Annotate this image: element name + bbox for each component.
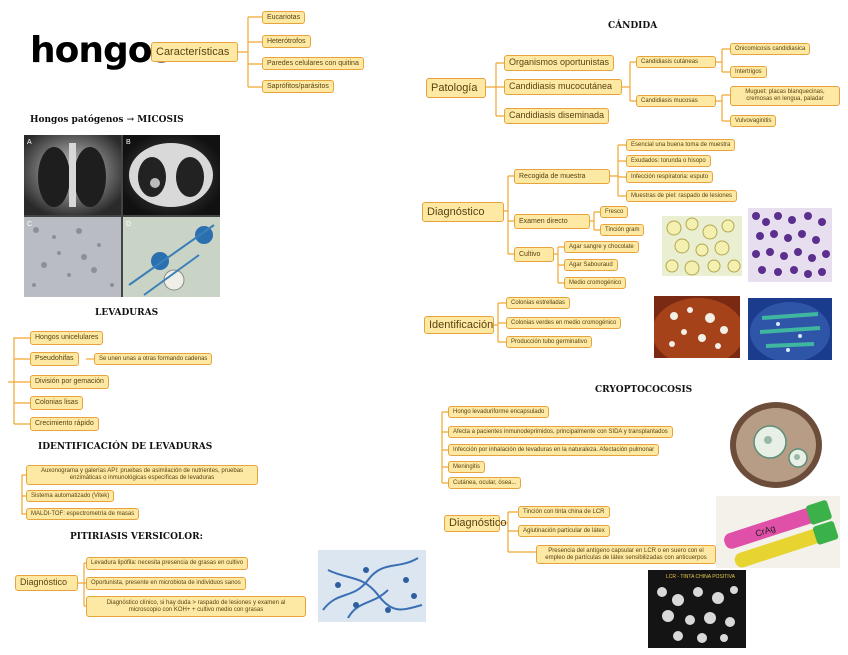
caracteristicas-node: Características: [151, 42, 238, 62]
candida-cromogenico-image: [748, 298, 832, 360]
arrow-right-icon: →: [126, 115, 135, 125]
levadura-colonias-lisas: Colonias lisas: [30, 396, 84, 410]
crypto-latex-tubes-image: CrAg: [716, 496, 840, 568]
mucosa-vulvovaginitis: Vulvovaginitis: [730, 115, 777, 127]
pitiriasis-diagnostico-clinico: Diagnóstico clínico, si hay duda > raspa…: [86, 596, 306, 617]
crypto-micrograph-image: [728, 400, 824, 490]
id-levaduras-vitek: Sistema automatizado (Vitek): [26, 490, 115, 502]
identificacion-estrelladas: Colonias estrelladas: [506, 297, 571, 309]
pitiriasis-micrograph: [322, 557, 423, 619]
cultivo-agar-sangre: Agar sangre y chocolate: [564, 241, 639, 253]
levaduras-heading: LEVADURAS: [95, 308, 159, 318]
crypto-cutanea: Cutánea, ocular, ósea...: [448, 477, 522, 489]
crypto-microscope-field: [728, 400, 824, 490]
candida-fresco-image: [662, 216, 742, 276]
crypto-latex-tubes: CrAg: [724, 500, 839, 568]
id-levaduras-maldi: MALDI-TOF: espectrometría de masas: [26, 508, 140, 520]
recogida-toma: Esencial una buena toma de muestra: [626, 139, 736, 151]
caracteristica-heterotrofos: Heterótrofos: [262, 35, 311, 48]
candida-agar-plate: [654, 298, 740, 358]
micosis-panels-illustration: A B C D: [24, 135, 220, 297]
examen-fresco: Fresco: [600, 206, 629, 218]
examen-directo-node: Examen directo: [514, 214, 590, 229]
levadura-crecimiento: Crecimiento rápido: [30, 417, 99, 431]
crypto-diagnostico-node: Diagnóstico: [444, 515, 506, 532]
pitiriasis-image: [318, 550, 426, 622]
patogenos-heading-end: MICOSIS: [137, 115, 184, 125]
crypto-encapsulado: Hongo levaduriforme encapsulado: [448, 406, 550, 418]
cultivo-cromogenico: Medio cromogénico: [564, 277, 627, 289]
cultivo-node: Cultivo: [514, 247, 554, 262]
pitiriasis-lipofila: Levadura lipófila: necesita presencia de…: [86, 557, 249, 570]
candidiasis-mucosas-node: Candidiasis mucosas: [636, 95, 716, 107]
cultivo-sabouraud: Agar Sabouraud: [564, 259, 618, 271]
candida-cromogenico-plate: [750, 302, 830, 360]
crypto-tinta-china: Tinción con tinta china de LCR: [518, 506, 610, 518]
identificacion-tubo-germinativo: Producción tubo germinativo: [506, 336, 593, 348]
candida-heading: CÁNDIDA: [608, 21, 658, 31]
identificacion-verdes: Colonias verdes en medio cromogénico: [506, 317, 622, 329]
panel-label-c: C: [27, 221, 32, 228]
panel-label-d: D: [126, 221, 131, 228]
id-levaduras-auxonograma: Auxonograma y galerías API: pruebas de a…: [26, 465, 258, 485]
patologia-mucocutanea: Candidiasis mucocutánea: [504, 79, 622, 95]
cryptococosis-heading: CRYOPTOCOCOSIS: [595, 385, 693, 395]
patologia-oportunistas: Organismos oportunistas: [504, 55, 615, 71]
pitiriasis-oportunista: Oportunista, presente en microbiota de i…: [86, 577, 246, 590]
examen-gram: Tinción gram: [600, 224, 645, 236]
identificacion-levaduras-heading: IDENTIFICACIÓN DE LEVADURAS: [38, 442, 213, 452]
patologia-node: Patología: [426, 78, 486, 98]
crypto-inmunodeprimidos: Afecta a pacientes inmunodeprimidos, pri…: [448, 426, 673, 438]
pseudohifas-note: Se unen unas a otras formando cadenas: [94, 353, 213, 365]
levadura-gemacion: División por gemación: [30, 375, 109, 389]
levadura-unicelulares: Hongos unicelulares: [30, 331, 104, 345]
crypto-antigeno: Presencia del antígeno capsular en LCR o…: [536, 545, 716, 564]
caracteristica-eucariotas: Eucariotas: [262, 11, 306, 24]
candidiasis-cutaneas-node: Candidiasis cutáneas: [636, 56, 716, 68]
panel-label-a: A: [27, 139, 32, 146]
candida-agar-image: [654, 296, 740, 358]
candida-identificacion-node: Identificación: [424, 316, 494, 334]
levadura-pseudohifas: Pseudohifas: [30, 352, 79, 366]
crypto-tinta-china-field: LCR - TINTA CHINA POSITIVA: [648, 570, 746, 648]
recogida-respiratoria: Infección respiratoria: esputo: [626, 171, 714, 183]
cutanea-intertrigos: Intertrigos: [730, 66, 767, 78]
candida-gram-micrograph: [752, 212, 830, 278]
page-title: hongos: [30, 30, 173, 71]
cutanea-onicomicosis: Onicomicosis candidiasica: [730, 43, 811, 55]
recogida-exudados: Exudados: torunda o hisopo: [626, 155, 711, 167]
panel-label-b: B: [126, 139, 131, 146]
recogida-muestra-node: Recogida de muestra: [514, 169, 610, 184]
candida-fresco-micrograph: [665, 217, 741, 276]
recogida-piel: Muestras de piel: raspado de lesiones: [626, 190, 738, 202]
patogenos-heading-start: Hongos patógenos: [30, 115, 124, 125]
crypto-tinta-china-image: LCR - TINTA CHINA POSITIVA: [648, 570, 746, 648]
crypto-inhalacion: Infección por inhalación de levaduras en…: [448, 444, 660, 456]
caracteristica-saprofitos: Saprófitos/parásitos: [262, 80, 334, 93]
crypto-latex: Aglutinación particular de látex: [518, 525, 610, 537]
crypto-image-caption: LCR - TINTA CHINA POSITIVA: [666, 574, 736, 580]
patologia-diseminada: Candidiasis diseminada: [504, 108, 610, 124]
candida-diagnostico-node: Diagnóstico: [422, 202, 504, 222]
caracteristica-quitina: Paredes celulares con quitina: [262, 57, 364, 70]
crypto-meningitis: Meningitis: [448, 461, 486, 473]
patogenos-heading: Hongos patógenos → MICOSIS: [30, 115, 184, 125]
pitiriasis-heading: PITIRIASIS VERSICOLOR:: [70, 532, 203, 542]
micosis-image-grid: A B C D: [24, 135, 220, 297]
pitiriasis-diagnostico-node: Diagnóstico: [15, 575, 78, 591]
candida-gram-image: [748, 208, 832, 282]
mucosa-muguet: Muguet: placas blanquecinas, cremosas en…: [730, 86, 840, 106]
